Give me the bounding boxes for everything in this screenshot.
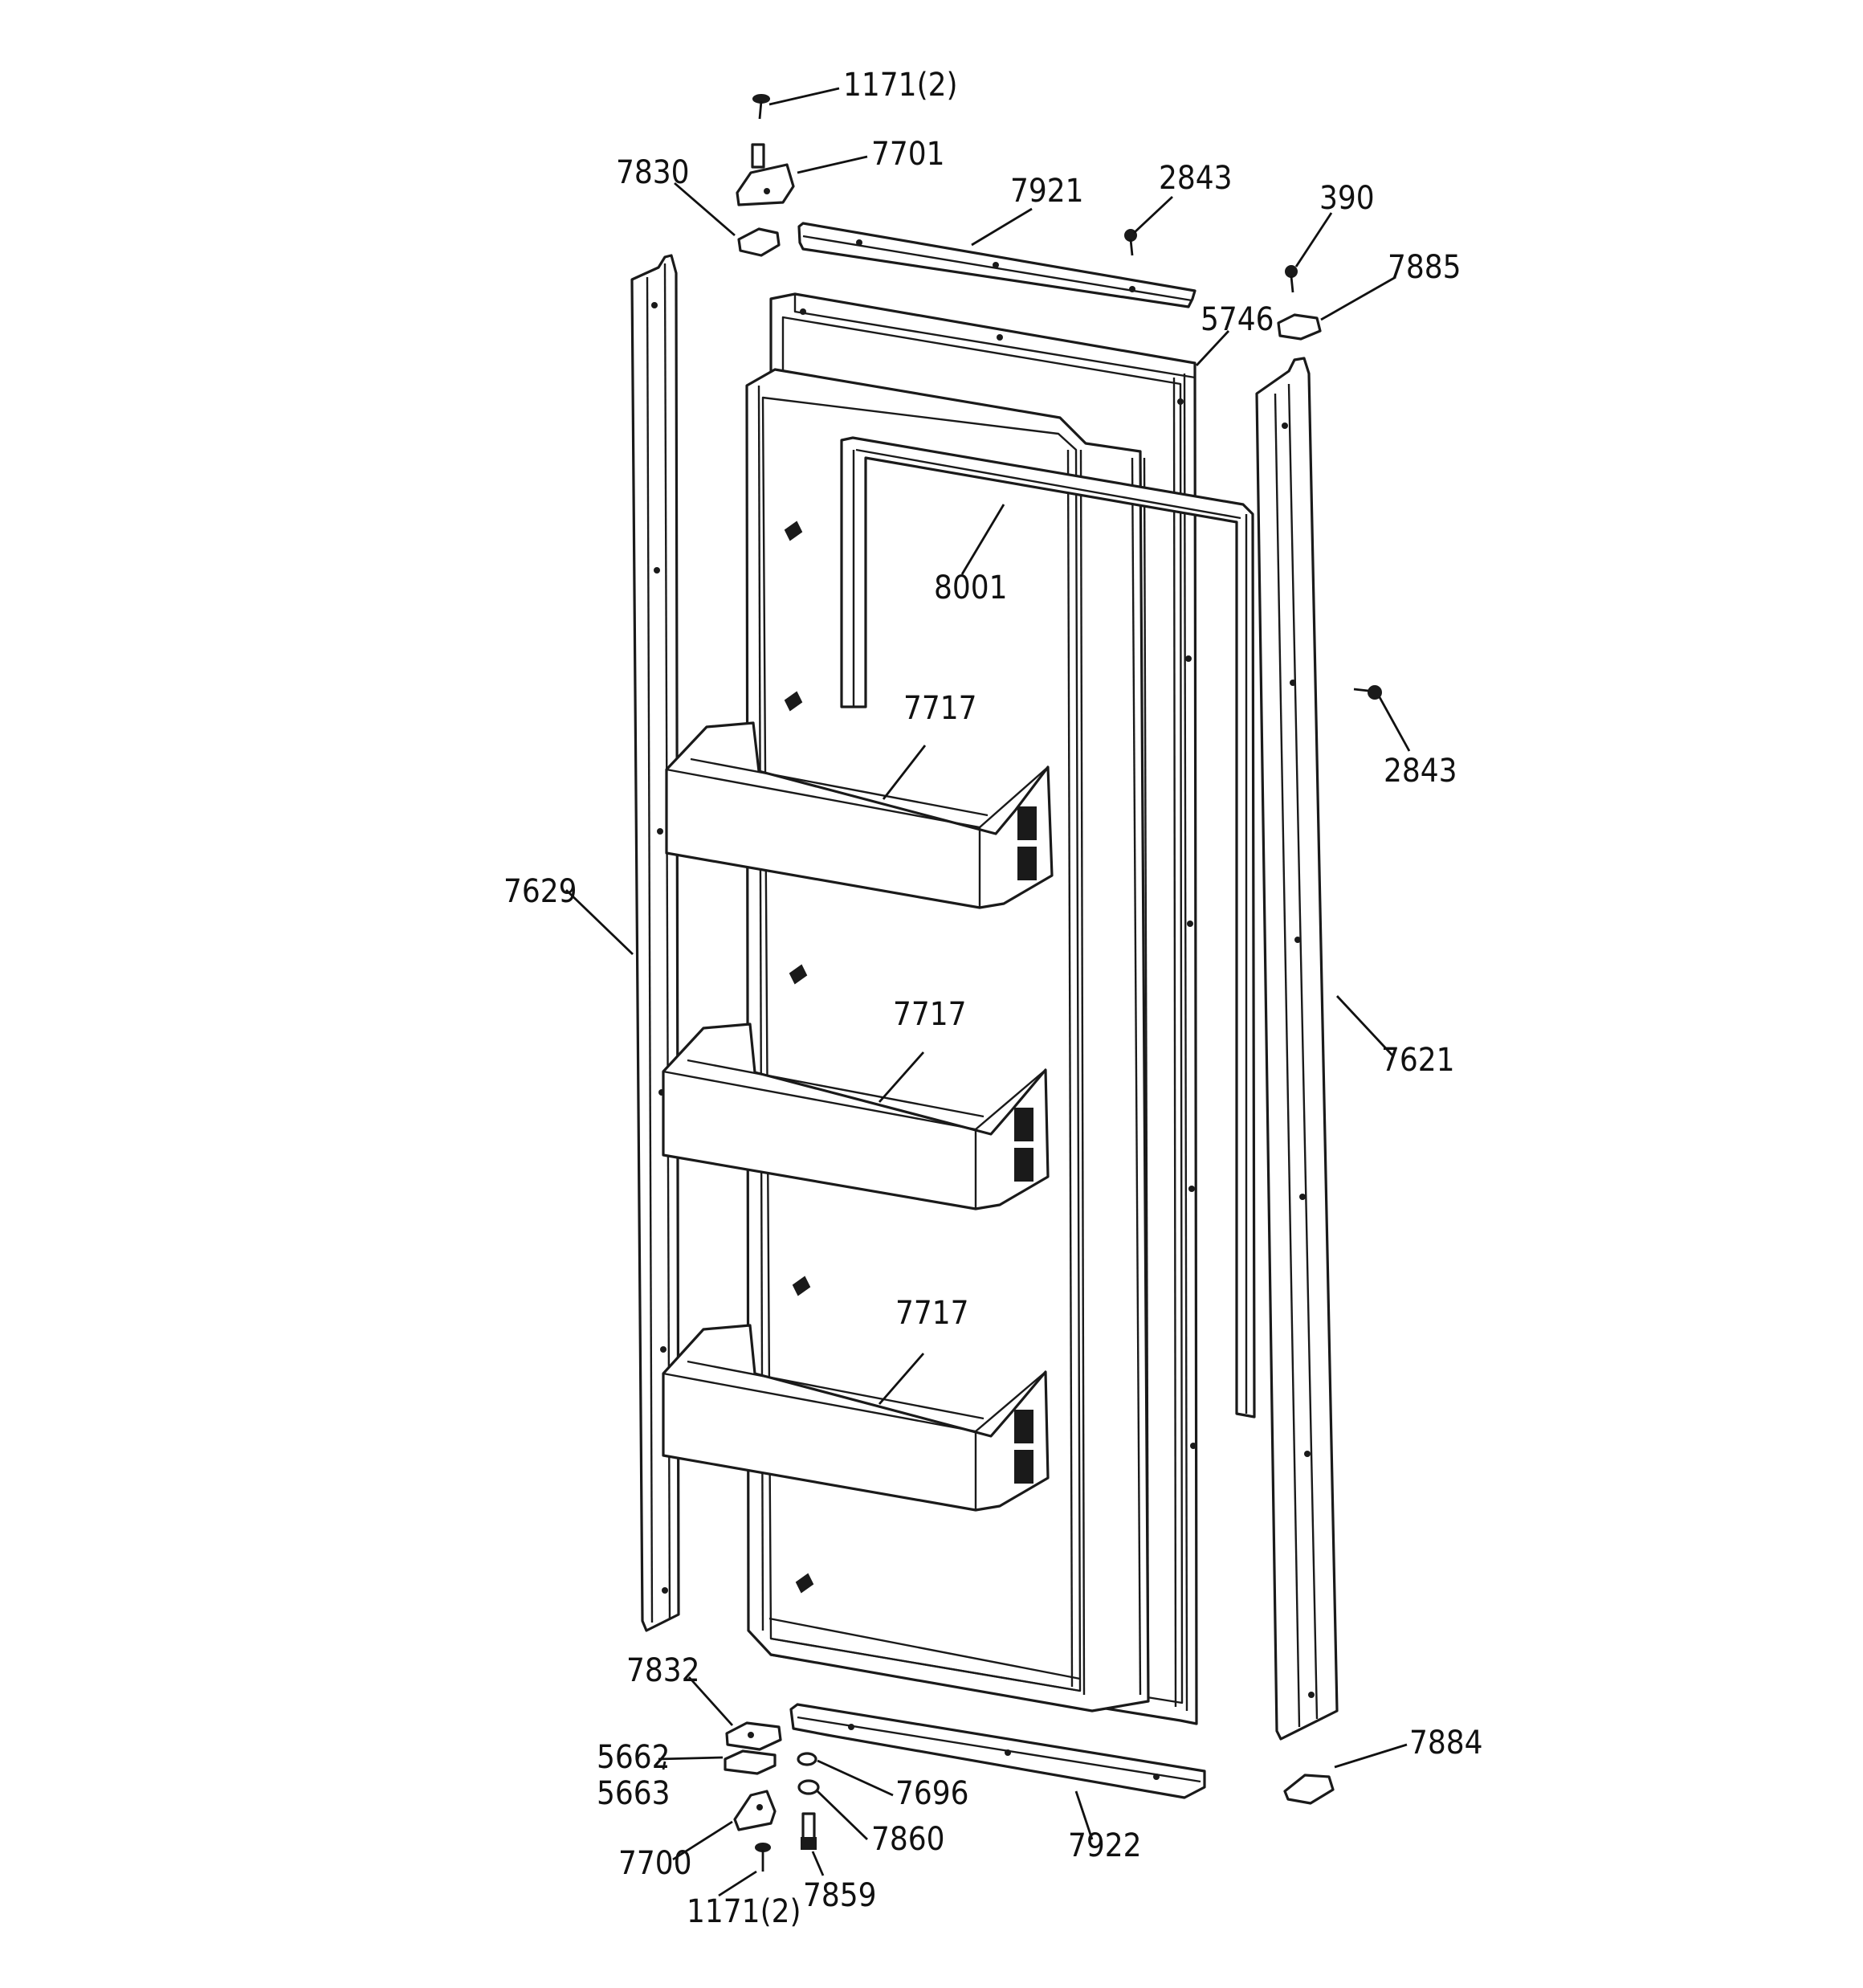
bracket-7830 — [737, 227, 781, 257]
screw-390 — [1285, 265, 1298, 293]
label-5746: 5746 — [1201, 301, 1274, 338]
label-7700: 7700 — [618, 1845, 692, 1882]
hinge-7700 — [733, 1790, 777, 1831]
label-1171-top: 1171(2) — [843, 67, 958, 104]
label-7921: 7921 — [1010, 173, 1084, 210]
right-trim-7621 — [1255, 357, 1339, 1741]
label-7696: 7696 — [895, 1775, 969, 1812]
washer-7860 — [797, 1779, 820, 1795]
label-7621: 7621 — [1381, 1042, 1455, 1079]
label-7922: 7922 — [1068, 1827, 1142, 1864]
bottom-cap-7922 — [789, 1703, 1206, 1799]
cap-7885 — [1277, 313, 1322, 341]
label-1171-bottom: 1171(2) — [687, 1893, 801, 1930]
label-8001: 8001 — [934, 569, 1008, 606]
label-7884: 7884 — [1409, 1725, 1483, 1761]
label-7629: 7629 — [503, 873, 577, 910]
screw-2843-side — [1353, 685, 1382, 700]
door-bin-lower-7717 — [662, 1324, 1050, 1512]
label-5662: 5662 — [597, 1739, 671, 1776]
label-7830: 7830 — [616, 154, 690, 191]
cap-7884 — [1283, 1774, 1335, 1805]
label-5663: 5663 — [597, 1775, 671, 1812]
screw-1171-bottom — [755, 1843, 771, 1872]
label-2843-side: 2843 — [1384, 753, 1457, 790]
top-cap-7921 — [797, 222, 1196, 308]
pin-7859 — [801, 1812, 817, 1850]
door-gasket-8001 — [840, 436, 1256, 1419]
label-7717-upper: 7717 — [903, 690, 977, 727]
screw-1171-top — [752, 94, 770, 120]
hinge-7701 — [736, 143, 795, 206]
label-7885: 7885 — [1388, 249, 1461, 286]
label-7860: 7860 — [871, 1821, 945, 1858]
label-390: 390 — [1319, 180, 1375, 217]
leader-lines — [565, 87, 1411, 1897]
label-7701: 7701 — [871, 136, 945, 173]
washer-7696 — [797, 1752, 817, 1766]
label-7859: 7859 — [803, 1877, 877, 1914]
bracket-7832 — [725, 1721, 782, 1751]
door-bin-upper-7717 — [665, 721, 1054, 909]
screw-2843-top — [1124, 229, 1137, 256]
label-7717-middle: 7717 — [893, 996, 967, 1033]
shim-5662 — [724, 1749, 777, 1775]
label-2843-top: 2843 — [1159, 160, 1233, 197]
label-7717-lower: 7717 — [895, 1295, 969, 1332]
door-bin-middle-7717 — [662, 1023, 1050, 1210]
label-7832: 7832 — [626, 1652, 700, 1689]
